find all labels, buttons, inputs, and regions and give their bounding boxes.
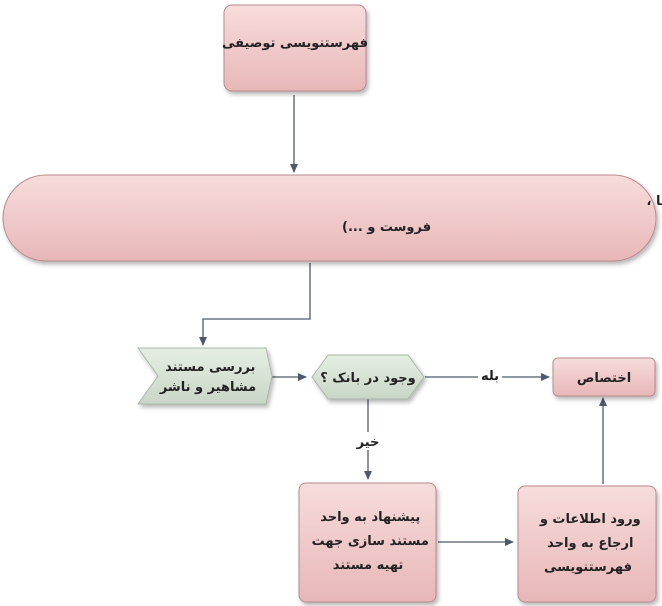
yes-label-background [478, 366, 502, 384]
node-text-line: مستند سازی جهت [312, 534, 429, 549]
node-text-line: ارجاع به واحد [547, 536, 633, 551]
node-allocate: اختصاص [552, 357, 656, 397]
node-text-line: اختصاص [577, 371, 631, 386]
node-text-line: تهیه رکورد کتابشناسی توصیفی شامل نواحی (… [647, 192, 662, 209]
node-check-docs: بررسی مستند مشاهیر و ناشر [137, 347, 273, 405]
edge-label-yes: بله [481, 369, 499, 384]
connectors [199, 95, 607, 546]
node-text-line: ورود اطلاعات و [539, 512, 641, 527]
node-text-line: تهیه مستند [333, 558, 404, 573]
svg-text:فهرستنویسی توصیفی: فهرستنویسی توصیفی [222, 36, 368, 51]
edge-record-to-check-docs [199, 263, 311, 346]
node-text-line: فروست و ...) [342, 220, 431, 235]
node-text-line: وجود در بانک ؟ [320, 371, 416, 386]
node-text-line: فهرستنویسی [544, 560, 632, 575]
node-suggest: پیشنهاد به واحد مستند سازی جهت تهیه مستن… [298, 482, 437, 603]
svg-text:وجود در بانک ؟: وجود در بانک ؟ [320, 371, 416, 386]
svg-text:اختصاص: اختصاص [577, 371, 631, 386]
node-cataloging: فهرستنویسی توصیفی [222, 4, 368, 92]
node-in-bank: وجود در بانک ؟ [311, 354, 425, 400]
node-text-line: فهرستنویسی توصیفی [222, 36, 368, 51]
edge-label-no: خیر [356, 435, 380, 450]
svg-text:بررسی مستند مشاهیر و ناش: بررسی مستند مشاهیر و ناشر [159, 360, 256, 395]
node-text-line: پیشنهاد به واحد [320, 510, 420, 525]
svg-text:تهیه رکورد کتابشناسی توصیفی شا: تهیه رکورد کتابشناسی توصیفی شامل نواحی (… [342, 192, 662, 235]
svg-text:ورود اطلاعات و ارجاع به: ورود اطلاعات و ارجاع به واحد فهرستنویسی [535, 512, 640, 575]
svg-text:پیشنهاد به واحد مستند سا: پیشنهاد به واحد مستند سازی جهت تهیه مستن… [307, 510, 429, 573]
node-enter-info: ورود اطلاعات و ارجاع به واحد فهرستنویسی [517, 485, 657, 603]
node-text-line: مشاهیر و ناشر [159, 380, 256, 395]
node-text-line: بررسی مستند [165, 360, 255, 375]
node-record: تهیه رکورد کتابشناسی توصیفی شامل نواحی (… [2, 174, 662, 262]
no-label-background [355, 432, 381, 450]
